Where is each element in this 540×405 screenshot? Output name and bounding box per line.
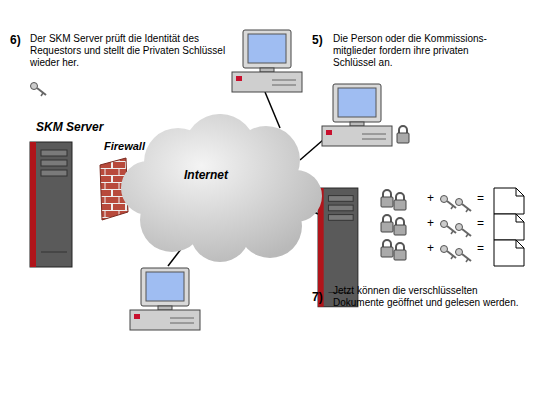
- key-icon: [31, 83, 47, 97]
- node-label: Firewall: [104, 140, 145, 152]
- operator-symbol: +: [427, 216, 434, 230]
- callout-number: 6): [10, 33, 21, 47]
- operator-symbol: =: [477, 241, 484, 255]
- step-note: Der SKM Server prüft die Identität des R…: [30, 33, 235, 69]
- cloud-node: Internet: [118, 114, 323, 262]
- operator-symbol: =: [477, 191, 484, 205]
- cloud-shape: [118, 114, 323, 262]
- operator-symbol: +: [427, 241, 434, 255]
- lock-icon: [381, 190, 406, 260]
- operator-symbol: =: [477, 216, 484, 230]
- node-label: SKM Server: [36, 120, 103, 134]
- callout-number: 7): [312, 290, 323, 304]
- document-icon: [494, 188, 524, 266]
- lock-icon: [397, 126, 409, 143]
- server-node: SKM Server: [28, 120, 108, 270]
- cloud-outline: [121, 114, 322, 262]
- operator-symbol: +: [427, 191, 434, 205]
- key-icon: [441, 196, 472, 263]
- step-note: Jetzt können die verschlüsselten Dokumen…: [333, 285, 523, 309]
- computer: [322, 84, 392, 146]
- server-tower: [30, 142, 72, 267]
- node-label: Internet: [184, 168, 228, 182]
- computer: [130, 268, 200, 330]
- computer: [232, 30, 302, 92]
- step-note: Die Person oder die Kommissions- mitglie…: [333, 33, 505, 69]
- callout-number: 5): [312, 33, 323, 47]
